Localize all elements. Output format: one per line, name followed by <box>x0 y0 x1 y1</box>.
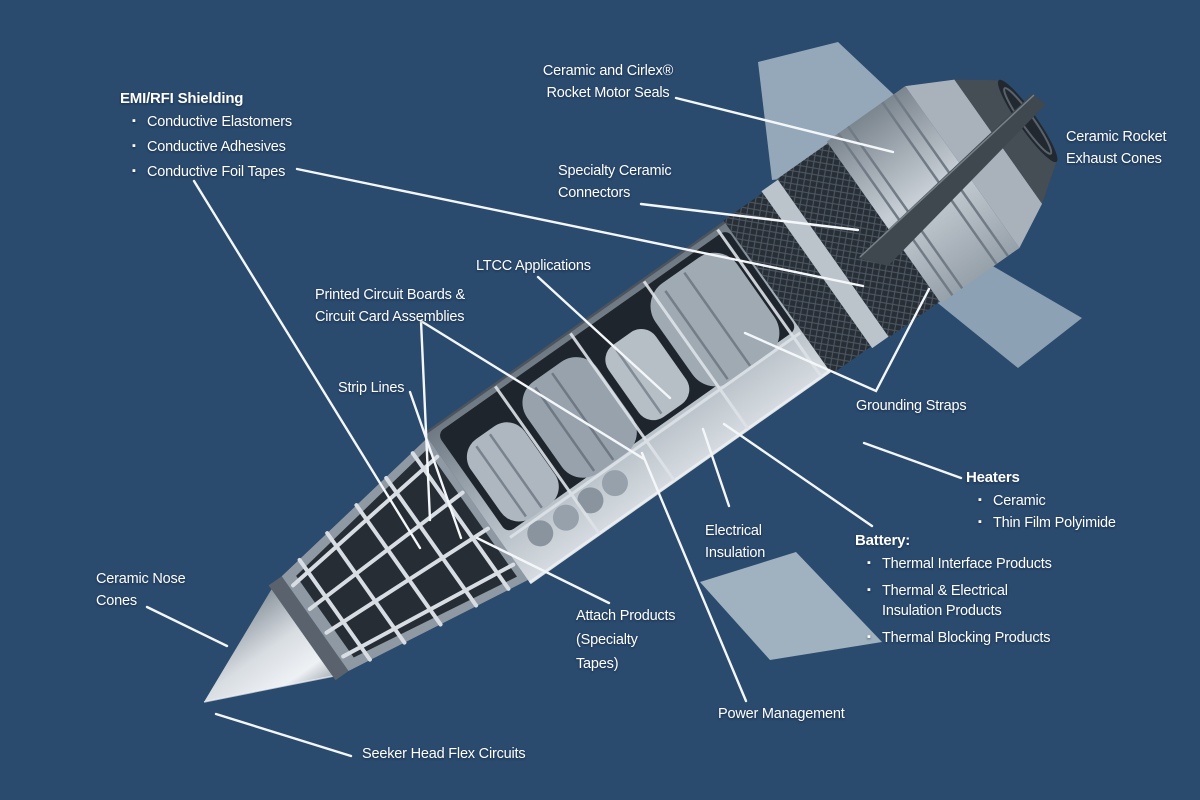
label-line: Ceramic Rocket <box>1066 129 1167 145</box>
label-line: Ceramic and Cirlex® <box>542 63 674 79</box>
label-line: Insulation <box>705 545 766 561</box>
leader-seeker <box>214 712 353 758</box>
internal-canisters <box>466 252 780 547</box>
tail-fin-blade <box>858 94 1046 266</box>
seeker-lattice-interior <box>296 449 517 658</box>
nose-cone <box>204 587 335 702</box>
label-line: Rocket Motor Seals <box>546 85 670 101</box>
label-title: Battery: <box>855 532 911 549</box>
mesh-band-2 <box>777 143 940 338</box>
label-power-management: Power Management <box>718 706 845 722</box>
label-printed-circuit-boards: Printed Circuit Boards & Circuit Card As… <box>315 284 465 328</box>
leader-emi-1 <box>295 167 865 288</box>
leader-pcb-1 <box>419 319 432 522</box>
list-item: Conductive Adhesives <box>120 136 292 158</box>
label-grounding-straps: Grounding Straps <box>856 398 967 414</box>
label-strip-lines: Strip Lines <box>338 380 405 396</box>
label-line: (Specialty <box>576 632 638 648</box>
label-specialty-ceramic-connectors: Specialty Ceramic Connectors <box>558 160 672 204</box>
label-exhaust-cones: Ceramic Rocket Exhaust Cones <box>1066 126 1167 170</box>
list-item: Thermal Interface Products <box>855 553 1055 574</box>
label-line: Ceramic Nose <box>96 571 186 587</box>
battery-item-list: Thermal Interface Products Thermal & Ele… <box>855 553 1055 648</box>
label-ceramic-nose-cones: Ceramic Nose Cones <box>96 568 186 612</box>
label-line: Cones <box>96 593 137 609</box>
missile-hull <box>203 79 1058 703</box>
leader-lines <box>145 96 963 758</box>
label-title: EMI/RFI Shielding <box>120 90 244 107</box>
label-seeker-head-flex-circuits: Seeker Head Flex Circuits <box>362 746 526 762</box>
mesh-band-1 <box>723 192 872 375</box>
label-attach-products: Attach Products (Specialty Tapes) <box>576 604 676 676</box>
leader-nose-cones <box>145 605 229 648</box>
nose-collar <box>268 576 349 681</box>
leader-pcb-2 <box>419 319 646 461</box>
label-line: Connectors <box>558 185 631 201</box>
label-line: Electrical <box>705 523 762 539</box>
leader-strip-lines <box>408 390 463 540</box>
label-line: Specialty Ceramic <box>558 163 672 179</box>
label-line: Tapes) <box>576 656 619 672</box>
list-item: Thin Film Polyimide <box>966 512 1116 534</box>
leader-heaters <box>862 441 963 480</box>
leader-electrical-insulation <box>701 427 731 508</box>
label-heaters: Heaters Ceramic Thin Film Polyimide <box>966 467 1116 535</box>
label-line: Exhaust Cones <box>1066 151 1162 167</box>
emi-item-list: Conductive Elastomers Conductive Adhesiv… <box>120 111 292 183</box>
leader-battery <box>722 422 874 528</box>
heaters-item-list: Ceramic Thin Film Polyimide <box>966 490 1116 534</box>
list-item: Thermal Blocking Products <box>855 627 1055 648</box>
label-rocket-motor-seals: Ceramic and Cirlex® Rocket Motor Seals <box>518 60 698 104</box>
label-ltcc-applications: LTCC Applications <box>476 258 591 274</box>
tail-fin-lower <box>700 552 882 660</box>
label-title: Heaters <box>966 469 1020 486</box>
label-emi-rfi-shielding: EMI/RFI Shielding Conductive Elastomers … <box>120 88 292 187</box>
list-item: Thermal & Electrical Insulation Products <box>855 580 1055 621</box>
list-item: Conductive Elastomers <box>120 111 292 133</box>
leader-attach-products <box>475 536 611 605</box>
leader-motor-seals <box>674 96 895 154</box>
label-electrical-insulation: Electrical Insulation <box>705 520 765 564</box>
leader-emi-2 <box>192 179 422 550</box>
leader-grounding-straps <box>743 287 931 393</box>
rear-motor-section <box>826 86 1020 304</box>
frame-ribs <box>494 228 823 539</box>
label-line: Attach Products <box>576 608 676 624</box>
label-battery: Battery: Thermal Interface Products Ther… <box>855 530 1055 655</box>
leader-power-management <box>640 451 748 703</box>
list-item: Ceramic <box>966 490 1116 512</box>
label-line: Circuit Card Assemblies <box>315 309 465 325</box>
leader-connectors <box>639 202 860 232</box>
list-item: Conductive Foil Tapes <box>120 161 292 183</box>
leader-ltcc <box>536 275 672 400</box>
label-line: Printed Circuit Boards & <box>315 287 465 303</box>
